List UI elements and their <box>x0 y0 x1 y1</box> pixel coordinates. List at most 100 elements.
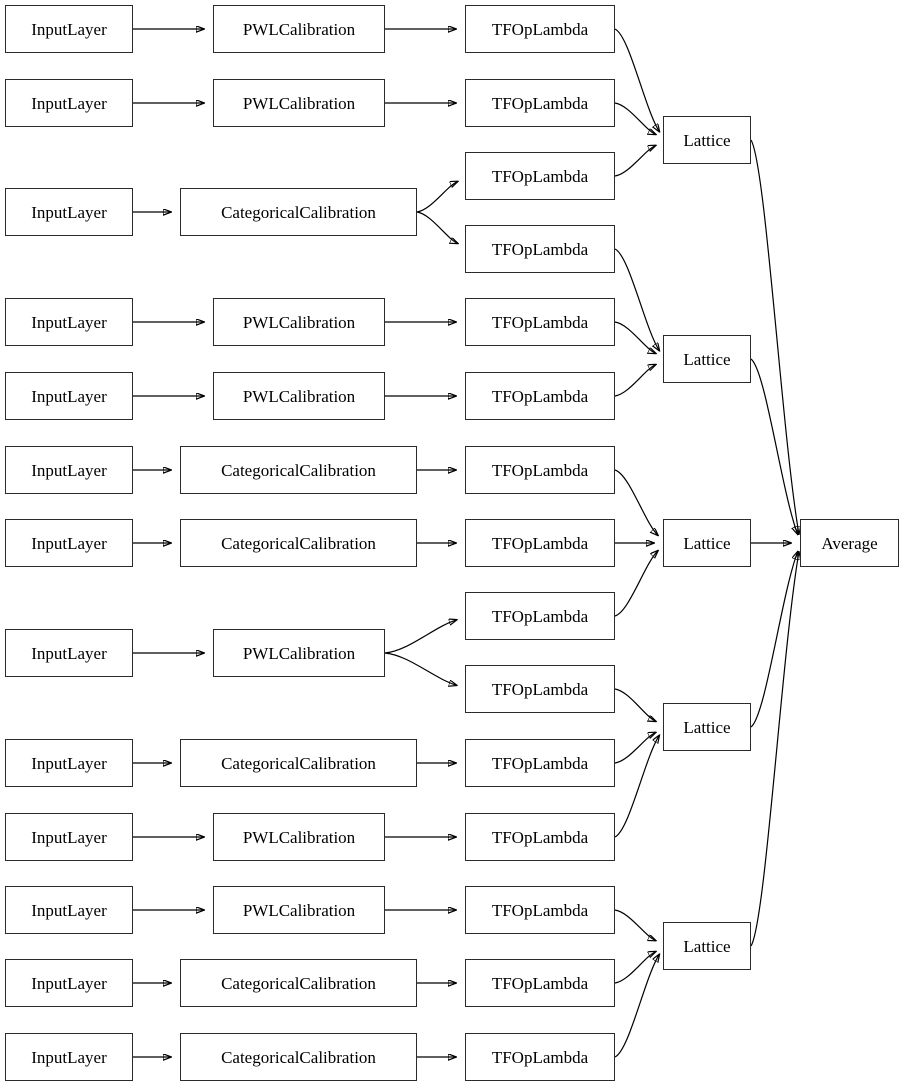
node-lat4[interactable]: Lattice <box>663 703 751 751</box>
edge-cal3-to-lam4 <box>416 211 458 244</box>
edge-lam13-to-lat5 <box>614 909 656 941</box>
node-lam8[interactable]: TFOpLambda <box>465 519 615 567</box>
node-lam4[interactable]: TFOpLambda <box>465 225 615 273</box>
node-lam14[interactable]: TFOpLambda <box>465 959 615 1007</box>
node-label: TFOpLambda <box>491 239 589 259</box>
node-lat5[interactable]: Lattice <box>663 922 751 970</box>
node-label: InputLayer <box>31 643 107 663</box>
edge-lam2-to-lat1 <box>614 102 656 135</box>
edge-cal8-to-lam10 <box>384 652 457 685</box>
node-label: InputLayer <box>31 312 107 332</box>
node-label: Average <box>821 533 878 553</box>
node-cal8[interactable]: PWLCalibration <box>213 629 385 677</box>
node-label: TFOpLambda <box>491 19 589 39</box>
node-cal9[interactable]: CategoricalCalibration <box>180 739 417 787</box>
node-lam12[interactable]: TFOpLambda <box>465 813 615 861</box>
node-label: TFOpLambda <box>491 386 589 406</box>
node-in11[interactable]: InputLayer <box>5 886 133 934</box>
edge-lat1-to-avg <box>750 139 799 534</box>
node-cal4[interactable]: PWLCalibration <box>213 298 385 346</box>
node-label: CategoricalCalibration <box>221 973 376 993</box>
node-label: TFOpLambda <box>491 312 589 332</box>
edge-lam10-to-lat4 <box>614 688 656 721</box>
node-lat3[interactable]: Lattice <box>663 519 751 567</box>
node-lam2[interactable]: TFOpLambda <box>465 79 615 127</box>
node-lam11[interactable]: TFOpLambda <box>465 739 615 787</box>
node-lam1[interactable]: TFOpLambda <box>465 5 615 53</box>
node-cal6[interactable]: CategoricalCalibration <box>180 446 417 494</box>
node-label: Lattice <box>683 533 731 553</box>
node-label: Lattice <box>683 936 731 956</box>
node-label: PWLCalibration <box>242 827 356 847</box>
node-label: InputLayer <box>31 19 107 39</box>
node-lam5[interactable]: TFOpLambda <box>465 298 615 346</box>
node-cal11[interactable]: PWLCalibration <box>213 886 385 934</box>
node-avg[interactable]: Average <box>800 519 899 567</box>
node-in7[interactable]: InputLayer <box>5 519 133 567</box>
node-lam13[interactable]: TFOpLambda <box>465 886 615 934</box>
node-label: InputLayer <box>31 386 107 406</box>
node-in12[interactable]: InputLayer <box>5 959 133 1007</box>
node-label: TFOpLambda <box>491 93 589 113</box>
node-label: Lattice <box>683 717 731 737</box>
edge-lam4-to-lat2 <box>614 248 659 351</box>
node-label: InputLayer <box>31 93 107 113</box>
node-label: PWLCalibration <box>242 19 356 39</box>
node-in10[interactable]: InputLayer <box>5 813 133 861</box>
node-cal3[interactable]: CategoricalCalibration <box>180 188 417 236</box>
node-in1[interactable]: InputLayer <box>5 5 133 53</box>
node-in3[interactable]: InputLayer <box>5 188 133 236</box>
node-label: TFOpLambda <box>491 827 589 847</box>
edge-lam12-to-lat4 <box>614 735 659 838</box>
node-lam15[interactable]: TFOpLambda <box>465 1033 615 1081</box>
edge-lam14-to-lat5 <box>614 951 656 984</box>
node-label: CategoricalCalibration <box>221 1047 376 1067</box>
node-label: CategoricalCalibration <box>221 533 376 553</box>
node-label: InputLayer <box>31 460 107 480</box>
node-in8[interactable]: InputLayer <box>5 629 133 677</box>
edge-cal8-to-lam9 <box>384 620 457 654</box>
node-label: InputLayer <box>31 753 107 773</box>
node-cal5[interactable]: PWLCalibration <box>213 372 385 420</box>
node-in4[interactable]: InputLayer <box>5 298 133 346</box>
node-in9[interactable]: InputLayer <box>5 739 133 787</box>
edge-lat5-to-avg <box>750 552 799 947</box>
node-cal13[interactable]: CategoricalCalibration <box>180 1033 417 1081</box>
node-cal7[interactable]: CategoricalCalibration <box>180 519 417 567</box>
node-in13[interactable]: InputLayer <box>5 1033 133 1081</box>
node-label: InputLayer <box>31 1047 107 1067</box>
node-lam9[interactable]: TFOpLambda <box>465 592 615 640</box>
node-lam10[interactable]: TFOpLambda <box>465 665 615 713</box>
edge-lam11-to-lat4 <box>614 732 656 764</box>
node-label: InputLayer <box>31 827 107 847</box>
edge-lam15-to-lat5 <box>614 954 659 1058</box>
node-lam7[interactable]: TFOpLambda <box>465 446 615 494</box>
edge-lat2-to-avg <box>750 358 798 534</box>
node-lat2[interactable]: Lattice <box>663 335 751 383</box>
node-in2[interactable]: InputLayer <box>5 79 133 127</box>
node-lam3[interactable]: TFOpLambda <box>465 152 615 200</box>
node-cal1[interactable]: PWLCalibration <box>213 5 385 53</box>
node-label: PWLCalibration <box>242 312 356 332</box>
node-label: InputLayer <box>31 900 107 920</box>
node-label: PWLCalibration <box>242 386 356 406</box>
node-label: TFOpLambda <box>491 973 589 993</box>
edge-lam6-to-lat2 <box>614 364 656 397</box>
node-cal10[interactable]: PWLCalibration <box>213 813 385 861</box>
node-cal2[interactable]: PWLCalibration <box>213 79 385 127</box>
node-cal12[interactable]: CategoricalCalibration <box>180 959 417 1007</box>
node-label: PWLCalibration <box>242 900 356 920</box>
node-label: TFOpLambda <box>491 753 589 773</box>
node-label: Lattice <box>683 349 731 369</box>
edge-lam5-to-lat2 <box>614 321 656 354</box>
node-label: CategoricalCalibration <box>221 460 376 480</box>
node-lam6[interactable]: TFOpLambda <box>465 372 615 420</box>
node-lat1[interactable]: Lattice <box>663 116 751 164</box>
edge-lam3-to-lat1 <box>614 145 656 177</box>
node-in6[interactable]: InputLayer <box>5 446 133 494</box>
node-label: CategoricalCalibration <box>221 202 376 222</box>
node-in5[interactable]: InputLayer <box>5 372 133 420</box>
node-label: TFOpLambda <box>491 1047 589 1067</box>
